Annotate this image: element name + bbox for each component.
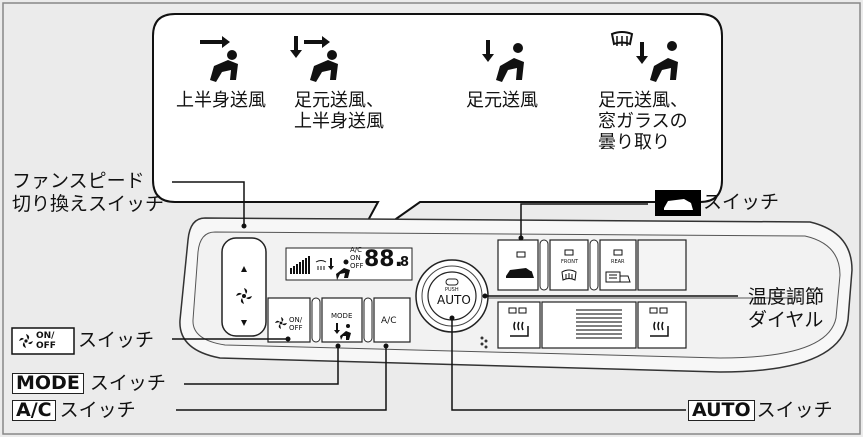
rear-button-label: REAR	[611, 259, 625, 265]
front-button-label: FRONT	[561, 259, 579, 265]
fan-speed-callout: ファンスピード 切り換えスイッチ	[12, 170, 165, 215]
vent-grille-lines	[576, 309, 622, 339]
ac-button[interactable]	[373, 297, 411, 343]
recirc-callout: スイッチ	[703, 191, 780, 213]
rear-defrost-icon	[605, 271, 631, 283]
right-seat-heater-icon	[650, 321, 669, 337]
auto-indicator	[445, 278, 459, 286]
mode-callout-text: スイッチ	[83, 372, 166, 394]
display-off-text: OFF	[350, 262, 364, 270]
recirc-indicator	[516, 251, 526, 258]
display-mode-icon	[328, 258, 350, 280]
mode-label-floor-defrost: 足元送風、 窓ガラスの 曇り取り	[598, 90, 688, 153]
onoff-button[interactable]	[267, 297, 311, 343]
dial-dots-icon	[480, 336, 488, 349]
display-ac-text: A/C	[350, 246, 363, 254]
onoff-callout-bottom: OFF	[36, 341, 56, 351]
recirc-button[interactable]	[497, 239, 539, 291]
front-defrost-indicator	[564, 249, 574, 256]
temp-dial-callout: 温度調節 ダイヤル	[748, 286, 825, 331]
front-defrost-button[interactable]	[549, 239, 589, 291]
mode-label-upper: 上半身送風	[176, 90, 266, 111]
fan-level-bars	[290, 256, 310, 274]
mode-label-bilevel: 足元送風、 上半身送風	[294, 90, 384, 132]
left-seat-ind-2	[518, 307, 527, 314]
mode-floor-icon	[482, 40, 524, 82]
onoff-button-bottom: OFF	[289, 324, 303, 332]
vent-grille	[541, 301, 637, 349]
fan-up-icon	[241, 266, 247, 272]
onoff-callout-top: ON/	[36, 331, 55, 341]
front-defrost-icon	[561, 269, 577, 281]
display-defrost-icon	[315, 260, 327, 270]
auto-callout-box: AUTO	[688, 400, 755, 421]
onoff-button-top: ON/	[289, 316, 303, 324]
leader-dots	[241, 223, 524, 349]
display-temp: 88.	[364, 247, 403, 272]
left-seat-heater-icon	[510, 321, 529, 337]
display-on-text: ON	[350, 254, 361, 262]
fan-down-icon	[241, 320, 247, 326]
mode-button-icon	[334, 323, 351, 340]
fan-speed-switch[interactable]	[221, 237, 267, 337]
mode-button-label: MODE	[331, 312, 353, 320]
mode-bilevel-icon	[290, 36, 338, 82]
mode-floor-defrost-icon	[610, 31, 678, 82]
rear-defrost-indicator	[613, 249, 623, 256]
onoff-callout-badge	[11, 327, 75, 355]
display-temp-small: 8	[400, 255, 410, 270]
leader-lines	[172, 181, 738, 411]
onoff-callout-fan-icon	[19, 334, 33, 348]
divider-2	[363, 297, 373, 343]
divider-4	[589, 239, 599, 291]
ac-button-label: A/C	[381, 316, 397, 326]
mode-callout: MODE スイッチ	[12, 372, 166, 395]
recirc-callout-car-icon	[664, 199, 693, 210]
ac-callout-text: スイッチ	[59, 399, 136, 421]
push-label: PUSH	[445, 287, 459, 293]
onoff-callout: スイッチ	[78, 329, 155, 351]
right-seat-ind-2	[659, 307, 668, 314]
small-fan-icon	[275, 317, 287, 329]
divider-1	[311, 297, 321, 343]
divider-3	[539, 239, 549, 291]
mode-label-floor: 足元送風	[466, 90, 538, 111]
auto-label: AUTO	[437, 293, 471, 307]
auto-callout-text: スイッチ	[756, 399, 833, 421]
right-seat-ind-1	[649, 307, 658, 314]
left-seat-ind-1	[508, 307, 517, 314]
ac-callout-box: A/C	[12, 400, 56, 421]
blank-panel	[637, 239, 687, 291]
mode-upper-body-icon	[200, 36, 238, 82]
recirc-car-icon	[506, 268, 534, 278]
fan-icon	[236, 288, 252, 304]
mode-callout-box: MODE	[12, 373, 84, 394]
